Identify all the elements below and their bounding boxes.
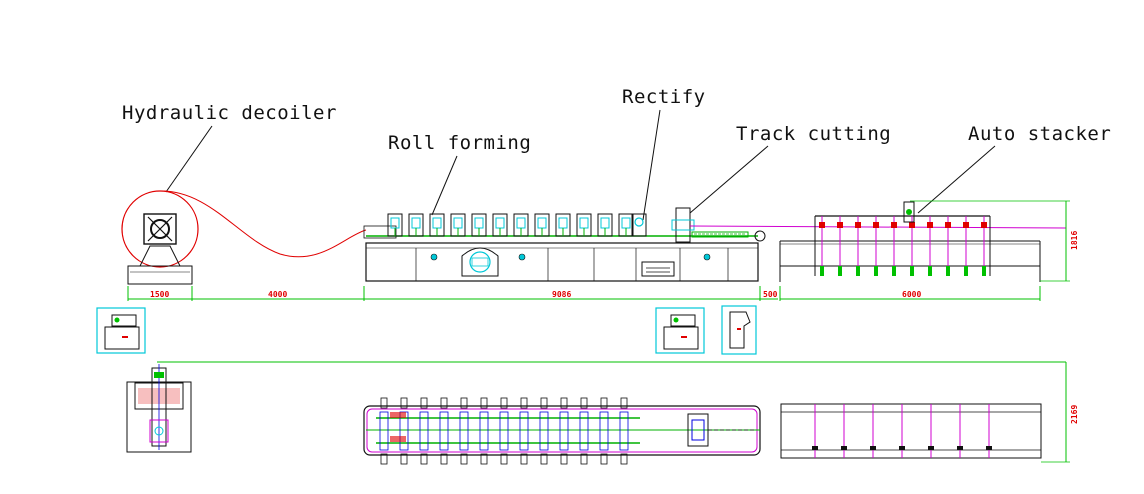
leader-decoiler — [165, 125, 213, 193]
plan-stand — [559, 397, 569, 465]
roll-stand — [618, 213, 634, 237]
roll-stand — [534, 213, 550, 237]
hydraulic-station-1 — [96, 307, 146, 354]
stacker-column — [963, 216, 969, 276]
roll-stands — [387, 213, 634, 237]
stacker-plan: 2169 — [780, 362, 1079, 463]
stacker-column — [819, 216, 825, 276]
control-cabinet — [721, 305, 757, 355]
dim-9086: 9086 — [552, 290, 571, 299]
plan-stand — [439, 397, 449, 465]
roll-stand — [429, 213, 445, 237]
plan-stand — [599, 397, 609, 465]
roll-stand — [408, 213, 424, 237]
plan-stand — [539, 397, 549, 465]
roll-forming-plan — [363, 397, 761, 465]
roll-stand — [387, 213, 403, 237]
stacker-column — [891, 216, 897, 276]
label-auto-stacker: Auto stacker — [968, 123, 1111, 145]
label-roll-forming: Roll forming — [388, 132, 531, 154]
stacker-plan-columns — [812, 404, 992, 458]
roll-stand — [555, 213, 571, 237]
roll-stand — [471, 213, 487, 237]
roll-stand — [450, 213, 466, 237]
dim-1500: 1500 — [150, 290, 169, 299]
dim-500: 500 — [763, 290, 778, 299]
roll-stand — [597, 213, 613, 237]
dim-4000: 4000 — [268, 290, 287, 299]
plan-stand — [499, 397, 509, 465]
leader-track-cutting — [689, 145, 769, 214]
decoiler-plan — [126, 361, 1066, 453]
plan-stand — [419, 397, 429, 465]
plan-stand — [619, 397, 629, 465]
plan-column — [870, 404, 876, 458]
plan-column — [986, 404, 992, 458]
roll-stand — [576, 213, 592, 237]
plan-stand — [379, 397, 389, 465]
plan-stand — [399, 397, 409, 465]
stacker-column — [909, 216, 915, 276]
dimension-row: 1500 4000 9086 500 6000 1816 — [127, 200, 1079, 301]
label-rectify: Rectify — [622, 86, 706, 108]
plan-column — [812, 404, 818, 458]
hydraulic-station-2 — [655, 307, 705, 354]
auto-stacker-elevation — [689, 201, 1067, 282]
stacker-columns — [819, 216, 987, 276]
label-track-cutting: Track cutting — [736, 123, 891, 145]
leader-auto-stacker — [917, 145, 996, 214]
plan-stand — [579, 397, 589, 465]
dim-1816: 1816 — [1070, 231, 1079, 250]
stacker-column — [981, 216, 987, 276]
stacker-column — [927, 216, 933, 276]
roll-forming-elevation — [363, 207, 766, 282]
plan-stand — [519, 397, 529, 465]
stacker-column — [873, 216, 879, 276]
leader-rectify — [642, 109, 661, 221]
plan-column — [841, 404, 847, 458]
decoiler-elevation — [121, 190, 367, 285]
stacker-column — [837, 216, 843, 276]
label-hydraulic-decoiler: Hydraulic decoiler — [122, 102, 337, 124]
stacker-column — [855, 216, 861, 276]
plan-column — [928, 404, 934, 458]
leader-roll-forming — [431, 155, 458, 216]
dim-2169: 2169 — [1070, 405, 1079, 424]
roll-stand — [513, 213, 529, 237]
dim-6000: 6000 — [902, 290, 921, 299]
plan-stand — [459, 397, 469, 465]
plan-stand — [479, 397, 489, 465]
plan-column — [957, 404, 963, 458]
roll-stand — [492, 213, 508, 237]
stacker-column — [945, 216, 951, 276]
plan-column — [899, 404, 905, 458]
plan-roll-stands — [379, 397, 629, 465]
